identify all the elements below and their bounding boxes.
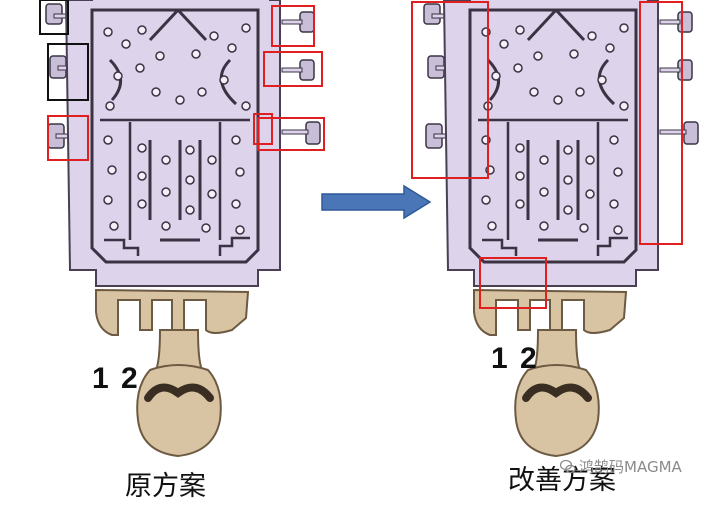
highlight-box-black-1 bbox=[39, 0, 69, 35]
improved-right-tabs bbox=[659, 11, 699, 145]
highlight-box-red-left-region bbox=[411, 1, 489, 179]
improved-gate-numbers: 1 2 bbox=[491, 342, 539, 375]
watermark-text: 鸿鹄码MAGMA bbox=[579, 458, 682, 476]
highlight-box-red-right-1 bbox=[271, 5, 315, 47]
watermark: 鸿鹄码MAGMA bbox=[560, 456, 682, 477]
original-gate-numbers: 1 2 bbox=[92, 362, 140, 395]
original-casting bbox=[64, 0, 282, 288]
wechat-icon bbox=[560, 459, 576, 474]
highlight-box-red-left bbox=[47, 115, 89, 161]
arrow-icon bbox=[321, 184, 432, 220]
highlight-box-red-right-region bbox=[639, 1, 683, 245]
original-highlight-boxes bbox=[39, 0, 325, 161]
improved-casting bbox=[442, 0, 660, 288]
highlight-box-red-right-4 bbox=[257, 117, 325, 151]
highlight-box-black-2 bbox=[47, 43, 89, 101]
original-scheme-panel bbox=[39, 0, 325, 456]
highlight-box-red-gate bbox=[479, 257, 547, 309]
improved-scheme-panel bbox=[423, 0, 699, 456]
highlight-box-red-right-3 bbox=[253, 113, 273, 145]
improved-caption: 改善方案 bbox=[508, 465, 616, 496]
highlight-box-red-right-2 bbox=[263, 51, 323, 87]
original-caption: 原方案 bbox=[125, 471, 206, 502]
improved-highlight-boxes bbox=[411, 1, 683, 309]
